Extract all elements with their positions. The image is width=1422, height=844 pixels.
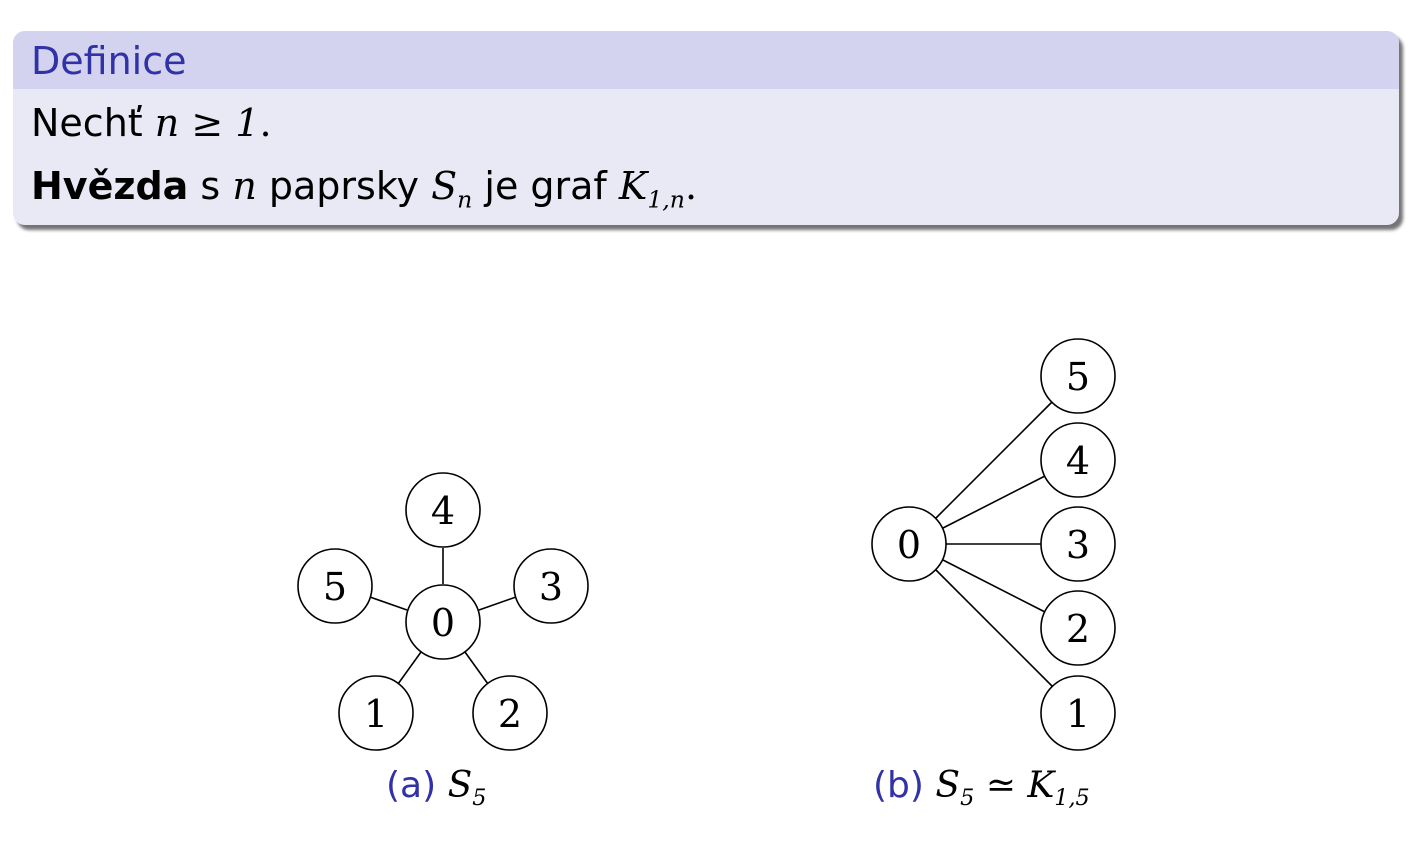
text-je-graf: je graf bbox=[484, 164, 607, 208]
math-n: n bbox=[232, 164, 257, 208]
edge-b-0-5 bbox=[934, 401, 1053, 520]
node-label: 1 bbox=[1066, 692, 1090, 736]
caption-math2-b: K1,5 bbox=[1027, 765, 1090, 812]
period: . bbox=[684, 164, 698, 208]
node-label: 0 bbox=[897, 523, 921, 567]
text-necht: Nechť bbox=[31, 101, 143, 145]
caption-math-b: S5 bbox=[935, 765, 975, 812]
edge-a-0-3 bbox=[478, 596, 517, 611]
caption-b: (b) S5 ≃ K1,5 bbox=[873, 765, 1090, 811]
definition-body: Nechť n ≥ 1. Hvězda s n paprsky Sn je gr… bbox=[13, 89, 1399, 215]
definition-line-2: Hvězda s n paprsky Sn je graf K1,n. bbox=[31, 152, 1399, 215]
node-label: 3 bbox=[1066, 523, 1090, 567]
node-label: 2 bbox=[498, 692, 522, 736]
math-sn: Sn bbox=[431, 164, 473, 214]
node-a-leaf: 5 bbox=[297, 548, 373, 624]
definition-block: Definice Nechť n ≥ 1. Hvězda s n paprsky… bbox=[13, 31, 1399, 225]
node-label: 2 bbox=[1066, 607, 1090, 651]
edge-a-0-5 bbox=[369, 596, 408, 611]
node-label: 5 bbox=[323, 565, 347, 609]
math-k1n: K1,n bbox=[618, 164, 685, 214]
caption-math-a: S5 bbox=[447, 765, 487, 812]
node-b-leaf: 2 bbox=[1040, 590, 1116, 666]
edge-a-0-2 bbox=[464, 651, 489, 685]
node-b-leaf: 1 bbox=[1040, 675, 1116, 751]
term-hvezda: Hvězda bbox=[31, 164, 189, 208]
node-a-leaf: 3 bbox=[513, 548, 589, 624]
caption-label-a: (a) bbox=[386, 765, 437, 806]
node-label: 0 bbox=[431, 601, 455, 645]
caption-relation: ≃ bbox=[985, 765, 1016, 806]
node-label: 3 bbox=[539, 565, 563, 609]
node-label: 4 bbox=[431, 489, 455, 533]
node-a-center: 0 bbox=[405, 584, 481, 660]
node-a-leaf: 4 bbox=[405, 472, 481, 548]
node-label: 4 bbox=[1066, 439, 1090, 483]
definition-header: Definice bbox=[13, 31, 1399, 89]
node-b-leaf: 5 bbox=[1040, 338, 1116, 414]
edge-b-0-1 bbox=[934, 568, 1053, 687]
text-s: s bbox=[200, 164, 221, 208]
definition-line-1: Nechť n ≥ 1. bbox=[31, 89, 1399, 152]
node-label: 1 bbox=[364, 692, 388, 736]
node-b-leaf: 4 bbox=[1040, 422, 1116, 498]
caption-label-b: (b) bbox=[873, 765, 924, 806]
node-a-leaf: 2 bbox=[472, 675, 548, 751]
node-b-center: 0 bbox=[871, 506, 947, 582]
node-a-leaf: 1 bbox=[338, 675, 414, 751]
period: . bbox=[259, 101, 272, 145]
caption-a: (a) S5 bbox=[386, 765, 486, 811]
edge-b-0-4 bbox=[942, 475, 1046, 529]
text-paprsky: paprsky bbox=[268, 164, 419, 208]
edge-a-0-1 bbox=[397, 651, 422, 685]
node-label: 5 bbox=[1066, 355, 1090, 399]
graph-a: 0 4 5 3 1 2 bbox=[297, 472, 589, 751]
math-n-ge-1: n ≥ 1 bbox=[154, 101, 260, 145]
edge-b-0-2 bbox=[942, 559, 1046, 613]
graph-b: 0 5 4 3 2 1 bbox=[871, 338, 1116, 751]
node-b-leaf: 3 bbox=[1040, 506, 1116, 582]
